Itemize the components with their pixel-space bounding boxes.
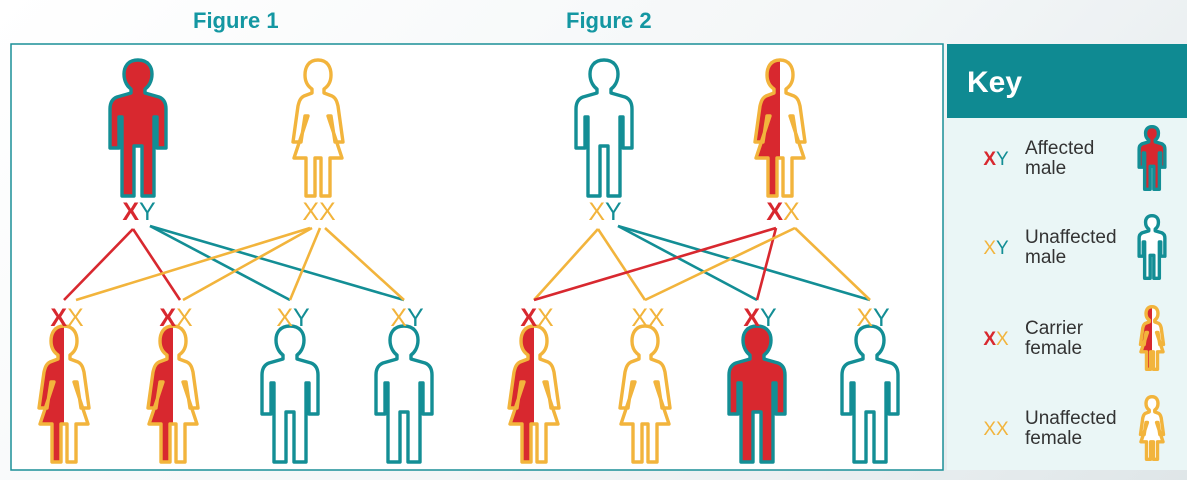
figure1-line-mother-child3 <box>288 227 322 301</box>
figure2-mother-genotype: XX <box>766 198 800 226</box>
key-item-label-line2: female <box>1025 428 1082 449</box>
figure2-line-father-y-child3 <box>617 224 758 302</box>
figure1-child-3-genotype: XY <box>276 304 310 332</box>
key-item-label-line1: Unaffected <box>1025 227 1117 248</box>
figure2-line-father-y-child4 <box>617 224 871 302</box>
key-item-genotype: XX <box>983 329 1009 350</box>
figure1-line-mother-child4 <box>324 227 405 301</box>
key-item-label-line1: Unaffected <box>1025 408 1117 429</box>
figure1-line-father-x-child2 <box>131 228 182 301</box>
key-item-label-line1: Carrier <box>1025 318 1084 339</box>
figure1-line-father-y-child4 <box>149 224 405 302</box>
figure1-mother-genotype: XX <box>302 198 336 226</box>
figure1-father-genotype: XY <box>122 198 156 226</box>
key-title: Key <box>967 66 1022 99</box>
figure2-father-genotype: XY <box>588 198 622 226</box>
figure2-child-1-genotype: XX <box>520 304 554 332</box>
key-item-genotype: XX <box>983 419 1009 440</box>
figure1-child-2-genotype: XX <box>159 304 193 332</box>
genotype-labels: XY XX XX XX XY XY XY XX XX XX XY XY <box>50 198 890 332</box>
figure1-line-mother-child1 <box>75 226 311 302</box>
figure1-child-1-genotype: XX <box>50 304 84 332</box>
key-item-label-line1: Affected <box>1025 138 1094 159</box>
figure2-child-3-genotype: XY <box>743 304 777 332</box>
key-item-label-line2: female <box>1025 338 1082 359</box>
key-item-label-line2: male <box>1025 247 1066 268</box>
inheritance-lines <box>63 224 871 302</box>
key-item-genotype: XY <box>983 149 1009 170</box>
figure2-title: Figure 2 <box>566 8 652 33</box>
figure1-child-4-genotype: XY <box>390 304 424 332</box>
figure2-line-father-x-child2 <box>596 228 647 301</box>
figure1-title: Figure 1 <box>193 8 279 33</box>
key-header <box>947 44 1187 118</box>
key-item-genotype: XY <box>983 238 1009 259</box>
figure2-line-father-x-child1 <box>533 228 599 301</box>
key-panel: Key XYAffectedmaleXYUnaffectedmaleXXCarr… <box>947 44 1187 470</box>
figure2-child-4-genotype: XY <box>856 304 890 332</box>
figure1-line-mother-child2 <box>182 226 313 302</box>
figure1-line-father-y-child3 <box>149 224 291 302</box>
figure2-line-mother-x-child4 <box>794 227 871 301</box>
figure2-line-mother-x-child1 <box>533 226 777 302</box>
figure1-line-father-x-child1 <box>63 228 134 301</box>
figure2-child-2-genotype: XX <box>631 304 665 332</box>
key-item-label-line2: male <box>1025 158 1066 179</box>
figure2-line-mother-x-child2 <box>644 226 796 302</box>
key-items: XYAffectedmaleXYUnaffectedmaleXXCarrierf… <box>983 125 1167 461</box>
